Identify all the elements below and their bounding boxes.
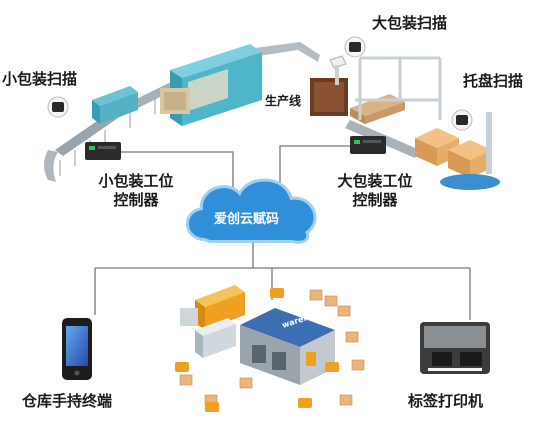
line-big-station-to-cloud [279,145,352,188]
label-handheld: 仓库手持终端 [22,392,113,410]
label-production-line: 生产线 [265,94,302,108]
scanner-pallet [451,109,473,131]
label-big-pack-scan: 大包装扫描 [372,14,448,32]
truck-icon [180,285,245,330]
handheld-terminal-icon [62,318,92,380]
warehouse-scene: warehouse [175,285,365,412]
label-small-station-line1: 小包装工位 [98,172,174,190]
controller-small-pack [85,142,121,160]
main-production-machine [160,44,262,126]
connector-lines [94,145,471,320]
label-printer: 标签打印机 [408,392,484,410]
cloud-platform [186,178,317,244]
scanner-small-pack [47,96,69,118]
forklift-icons [175,288,339,412]
label-big-station-line2: 控制器 [352,190,398,209]
label-small-station-controller: 小包装工位 控制器 [86,172,186,210]
scanner-big-pack [344,36,366,58]
label-small-station-line2: 控制器 [113,190,159,209]
label-big-station-line1: 大包装工位 [337,172,413,190]
label-big-station-controller: 大包装工位 控制器 [325,172,425,210]
storage-boxes [179,289,365,406]
label-pallet-scan: 托盘扫描 [463,72,524,90]
controller-big-pack [350,136,386,154]
truck-icon-2 [195,318,236,358]
small-pack-machine [92,86,138,124]
label-cloud: 爱创云赋码 [214,212,280,227]
big-pack-area [310,55,405,124]
palletizer-frame [355,56,442,120]
label-printer-icon [420,322,490,374]
label-small-pack-scan: 小包装扫描 [2,70,78,88]
pallet-stacks [415,112,500,190]
line-small-station-to-cloud [120,151,234,188]
